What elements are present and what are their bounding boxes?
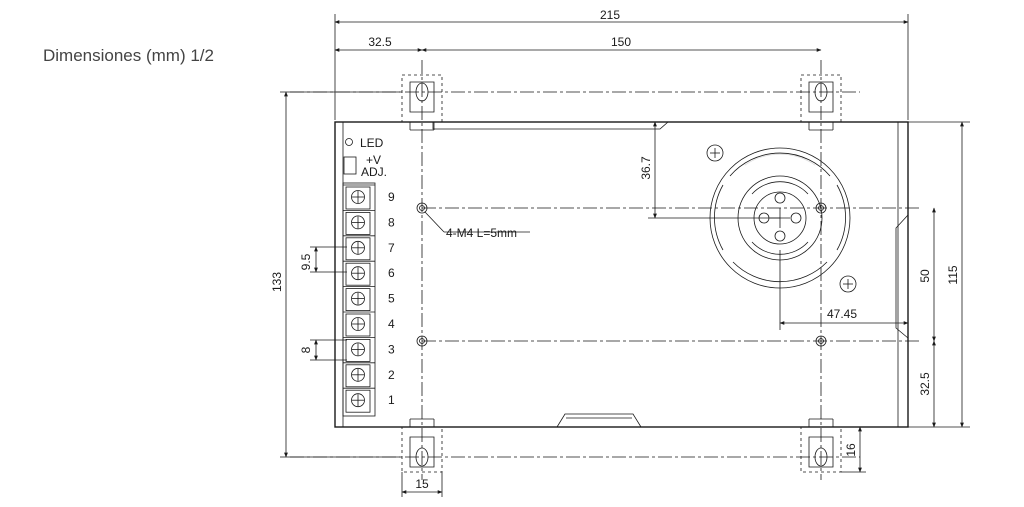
dim-terminal-pitch: 9.5 [299, 246, 347, 273]
dim-overall-height-label: 133 [270, 272, 284, 292]
terminal-9: 9 [343, 184, 395, 210]
terminal-5: 5 [343, 286, 395, 312]
led-label: LED [360, 136, 384, 150]
dim-terminal-pitch-label: 9.5 [299, 253, 313, 270]
dim-hole-spacing-y: 50 [918, 207, 936, 342]
terminal-number: 9 [388, 190, 395, 204]
dim-fan-offset-x: 47.45 [779, 307, 909, 325]
led-indicator: LED [345, 136, 384, 150]
dim-foot-offset: 32.5 [334, 35, 423, 52]
terminal-number: 1 [388, 393, 395, 407]
terminal-6: 6 [343, 260, 395, 286]
dim-hole-spacing-x-label: 150 [611, 35, 631, 49]
fan-grille [706, 144, 857, 330]
terminal-3: 3 [343, 336, 395, 362]
dim-body-height: 115 [908, 121, 970, 428]
dim-foot-width: 15 [401, 472, 443, 497]
dim-overall-width: 215 [334, 8, 909, 120]
dim-overall-height: 133 [270, 91, 400, 458]
screw-note: 4-M4 L=5mm [424, 211, 530, 240]
screw-holes [416, 202, 827, 347]
dim-bottom-hole-offset: 32.5 [918, 340, 936, 428]
v-adj-label-2: ADJ. [361, 165, 387, 179]
v-adj-label-1: +V [366, 153, 381, 167]
terminal-1: 1 [343, 387, 395, 413]
dim-overall-width-label: 215 [600, 8, 620, 22]
terminal-number: 2 [388, 368, 395, 382]
terminal-number: 7 [388, 241, 395, 255]
terminal-8: 8 [343, 209, 395, 235]
terminal-block: 9 8 7 6 5 4 3 2 1 [342, 182, 395, 417]
terminal-number: 6 [388, 266, 395, 280]
terminal-2: 2 [343, 362, 395, 388]
dim-hole-spacing-y-label: 50 [918, 269, 932, 283]
psu-body [334, 121, 909, 428]
dim-foot-width-label: 15 [415, 477, 429, 491]
dim-foot-offset-label: 32.5 [368, 35, 392, 49]
terminal-number: 5 [388, 292, 395, 306]
terminal-4: 4 [343, 311, 395, 337]
dim-fan-offset-x-label: 47.45 [827, 307, 857, 321]
dim-body-height-label: 115 [946, 265, 960, 284]
center-lines [290, 60, 920, 480]
dim-fan-offset-y-label: 36.7 [639, 156, 653, 180]
dim-bottom-hole-offset-label: 32.5 [918, 372, 932, 396]
dim-hole-spacing-x: 150 [421, 35, 822, 52]
page-title: Dimensiones (mm) 1/2 [43, 46, 214, 65]
dim-terminal-width-label: 8 [299, 346, 313, 353]
terminal-number: 3 [388, 342, 395, 356]
dim-fan-offset-y: 36.7 [639, 121, 780, 219]
dim-terminal-width: 8 [299, 339, 347, 361]
screw-note-label: 4-M4 L=5mm [446, 226, 517, 240]
terminal-number: 8 [388, 215, 395, 229]
dim-foot-depth: 16 [841, 426, 866, 473]
dim-foot-depth-label: 16 [844, 443, 858, 457]
terminal-number: 4 [388, 317, 395, 331]
terminal-7: 7 [343, 235, 395, 261]
v-adj: +V ADJ. [343, 153, 387, 179]
